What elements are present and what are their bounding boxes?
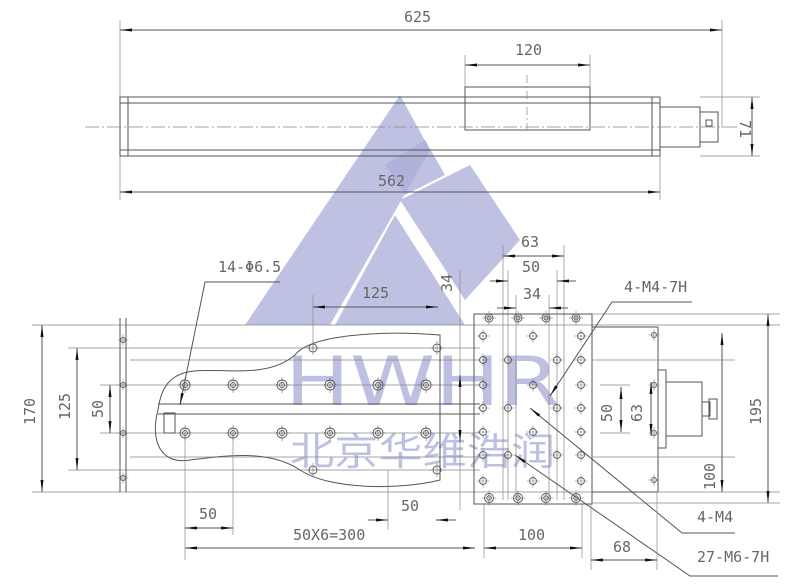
mount-hole (225, 425, 241, 441)
motor-screw (648, 427, 660, 439)
watermark-logo: HWHR 北京华维浩润 (245, 95, 560, 474)
break-outline (154, 332, 441, 488)
dim-68: 68 (613, 538, 631, 556)
table-top-hole (482, 311, 496, 325)
watermark-brand: HWHR (285, 343, 560, 422)
dim-pitch-total: 50X6=300 (293, 526, 365, 544)
watermark-company: 北京华维浩润 (290, 430, 555, 474)
mount-hole (430, 463, 444, 477)
dim-71: 71 (736, 120, 754, 138)
holes (117, 311, 660, 506)
table-bottom-hole (481, 490, 497, 506)
table-thread-hole (550, 353, 564, 367)
mount-hole (306, 341, 320, 355)
mount-hole (418, 377, 434, 393)
dim-170: 170 (21, 398, 39, 425)
mount-hole (177, 377, 193, 393)
table-thread-hole (574, 448, 588, 462)
table-thread-hole (526, 378, 540, 392)
carriage-table (473, 313, 593, 505)
label-motor-thread: 4-M4 (697, 508, 733, 526)
mount-hole (274, 425, 290, 441)
table-thread-hole (526, 474, 540, 488)
base-screw (117, 334, 129, 346)
dim-120: 120 (515, 41, 542, 59)
table-top-hole (539, 311, 553, 325)
table-thread-hole (476, 401, 490, 415)
mount-hole (274, 377, 290, 393)
mount-hole (430, 341, 444, 355)
table-thread-hole (476, 474, 490, 488)
mount-hole (370, 377, 386, 393)
base-screw (117, 472, 129, 484)
watermark-triangle-left (245, 95, 430, 325)
dim-34-left: 34 (438, 274, 456, 292)
table-thread-hole (574, 425, 588, 439)
motor-screw (648, 329, 660, 341)
mount-hole (418, 425, 434, 441)
table-thread-hole (476, 329, 490, 343)
dim-125-vertical: 125 (56, 393, 74, 420)
watermark-triangle-mid (335, 215, 465, 325)
table-bottom-hole (568, 490, 584, 506)
motor-body (665, 381, 703, 437)
dim-50-top: 50 (522, 258, 540, 276)
dim-63-top: 63 (521, 233, 539, 251)
mount-hole (322, 377, 338, 393)
table-bottom-hole (538, 490, 554, 506)
table-thread-hole (574, 401, 588, 415)
table-bottom-hole (510, 490, 526, 506)
bottom-view: 170 125 50 14-Φ6.5 125 34 63 50 34 (21, 233, 780, 577)
mount-hole (177, 425, 193, 441)
label-mount-holes: 14-Φ6.5 (218, 258, 281, 276)
dim-625: 625 (404, 8, 431, 26)
table-top-hole (511, 311, 525, 325)
mount-hole (322, 425, 338, 441)
mount-hole (306, 463, 320, 477)
dim-195: 195 (747, 398, 765, 425)
table-thread-hole (501, 353, 515, 367)
dim-50-pitch-left: 50 (199, 505, 217, 523)
watermark-block (385, 140, 445, 195)
base-screw (117, 427, 129, 439)
table-top-hole (569, 311, 583, 325)
dim-63-right: 63 (628, 404, 646, 422)
table-thread-hole (574, 378, 588, 392)
base-screw (117, 379, 129, 391)
table-thread-hole (574, 474, 588, 488)
mount-hole (225, 377, 241, 393)
dim-125-horizontal: 125 (362, 284, 389, 302)
label-carriage-thread: 4-M4-7H (624, 278, 687, 296)
table-thread-hole (526, 329, 540, 343)
table-thread-hole (501, 448, 515, 462)
motor-screw (648, 474, 660, 486)
table-thread-hole (476, 425, 490, 439)
table-thread-hole (476, 448, 490, 462)
table-thread-hole (550, 448, 564, 462)
table-thread-hole (476, 353, 490, 367)
watermark-triangle-right (400, 165, 520, 300)
table-thread-hole (550, 401, 564, 415)
dim-34-top: 34 (523, 285, 541, 303)
dim-50-vertical: 50 (89, 400, 107, 418)
motor-flange (657, 369, 667, 449)
table-thread-hole (501, 401, 515, 415)
table-thread-hole (574, 353, 588, 367)
table-thread-hole (574, 329, 588, 343)
label-table-thread: 27-M6-7H (697, 548, 769, 566)
dim-562: 562 (378, 172, 405, 190)
dim-50-right: 50 (598, 404, 616, 422)
motor-screw (648, 379, 660, 391)
dim-50-pitch-mid: 50 (401, 497, 419, 515)
table-thread-hole (476, 378, 490, 392)
dim-100-vertical: 100 (701, 463, 719, 490)
carriage-top (464, 86, 591, 131)
table-thread-hole (526, 425, 540, 439)
mount-hole (370, 425, 386, 441)
top-view: 625 120 71 562 (85, 8, 760, 200)
dim-100-table: 100 (518, 526, 545, 544)
